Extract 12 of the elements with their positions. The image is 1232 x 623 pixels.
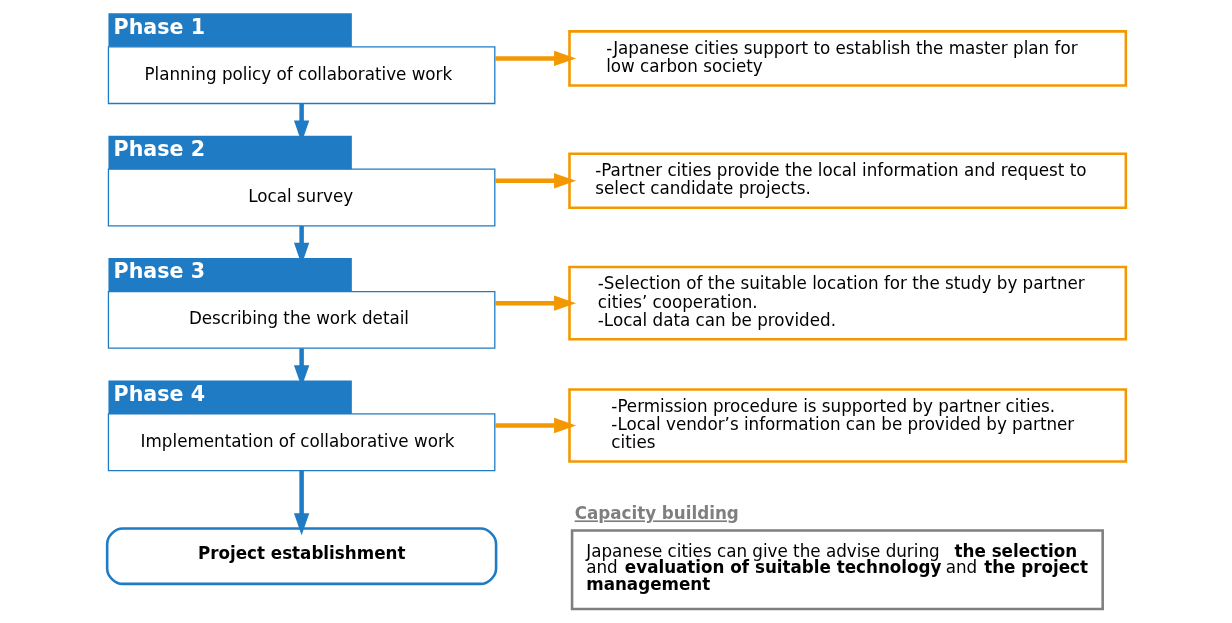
node-label: Capacity building — [574, 503, 739, 524]
node-box: -Japanese cities support to establish the master plan for low carbon society — [567, 30, 1127, 87]
node-box: Project establishment — [105, 527, 497, 586]
node-box: -Selection of the suitable location for the study by partner cities’ cooperation. -Local data can be provided. — [567, 265, 1127, 341]
node-box: -Permission procedure is supported by partner cities. -Local vendor’s information can be provided by partner cities — [567, 388, 1127, 463]
node-box: -Partner cities provide the local information and request to select candidate projects. — [567, 152, 1127, 210]
arrow — [293, 470, 309, 536]
arrow — [494, 50, 576, 67]
arrow — [494, 417, 576, 434]
arrow — [494, 295, 576, 311]
arrow — [494, 173, 576, 189]
node-box: Japanese cities can give the advise during the selection and evaluation of suitable technology and the project management — [570, 529, 1104, 611]
